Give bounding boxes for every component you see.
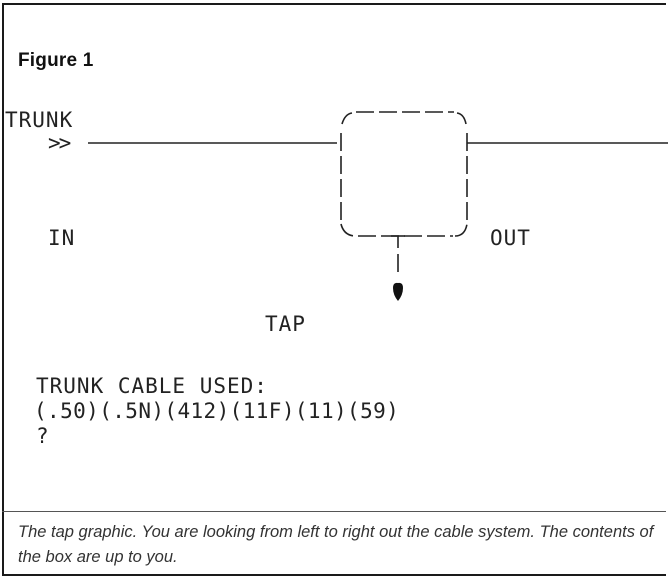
trunk-label: TRUNK — [5, 108, 74, 132]
tap-point-marker — [393, 282, 403, 301]
trunk-cable-used-heading: TRUNK CABLE USED: — [36, 374, 268, 398]
caption-divider — [2, 511, 666, 512]
figure-frame — [2, 3, 666, 576]
tap-connector — [391, 235, 405, 272]
in-label: IN — [48, 226, 76, 250]
out-label: OUT — [490, 226, 531, 250]
figure-label: Figure 1 — [18, 50, 94, 71]
tap-label: TAP — [265, 312, 306, 336]
in-arrow: >> — [48, 131, 71, 155]
input-prompt: ? — [36, 424, 50, 448]
trunk-cable-codes: (.50)(.5N)(412)(11F)(11)(59) — [34, 399, 400, 423]
tap-box — [340, 111, 468, 237]
figure-caption: The tap graphic. You are looking from le… — [18, 523, 654, 566]
